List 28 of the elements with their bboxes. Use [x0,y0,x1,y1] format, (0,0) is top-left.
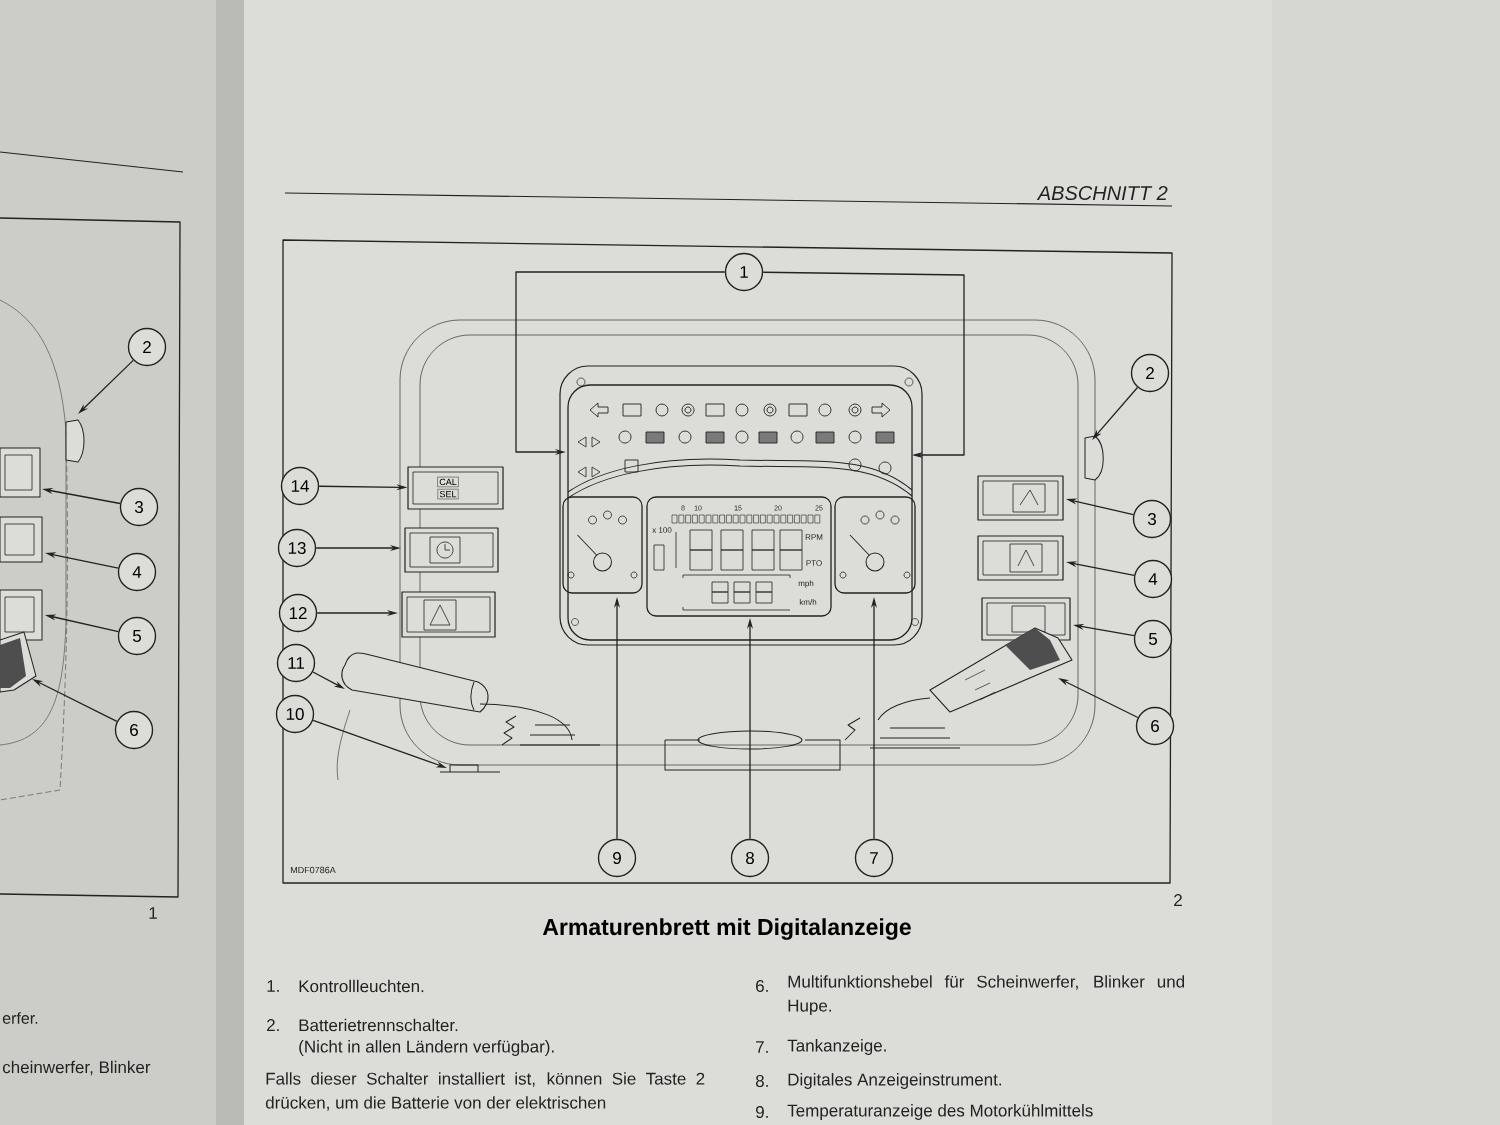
list-number: 9. [756,1106,768,1119]
body-paragraph: Falls dieser Schalter installiert ist, können Sie Taste 2 drücken, um die Batterie von der elektrischen [265,1072,705,1111]
display-unit: RPM [805,534,823,540]
list-item: Tankanzeige. [787,1039,886,1055]
display-unit: km/h [799,599,817,605]
list-number: 7. [756,1041,768,1053]
figure-title: Armaturenbrett mit Digitalanzeige [542,918,911,940]
switch-button: CAL SEL [407,466,504,510]
list-number: 6. [756,980,768,993]
display-unit: PTO [806,560,822,566]
text-fragment: cheinwerfer, Blinker [2,1060,151,1076]
text-fragment: erfer. [2,1012,38,1024]
display-unit: mph [798,580,814,588]
list-item: Digitales Anzeigeinstrument. [788,1073,1002,1089]
figure-code: MDF0786A [290,866,336,874]
list-item: Multifunktionshebel für Scheinwerfer, Blinker und Hupe. [788,975,1185,1016]
display-unit: x 100 [652,527,672,533]
figure-number: 1 [149,907,157,919]
section-header: ABSCHNITT 2 [1036,185,1168,201]
list-item: (Nicht in allen Ländern verfügbar). [299,1040,554,1056]
list-number: 2. [267,1019,279,1031]
list-item: Kontrollleuchten. [299,979,424,993]
figure-number: 2 [1174,894,1182,906]
list-number: 1. [267,980,279,992]
list-item: Temperaturanzeige des Motorkühlmittels [787,1104,1093,1120]
list-number: 8. [755,1075,768,1088]
leader-line [762,271,965,459]
list-item: Batterietrennschalter. [299,1018,458,1032]
